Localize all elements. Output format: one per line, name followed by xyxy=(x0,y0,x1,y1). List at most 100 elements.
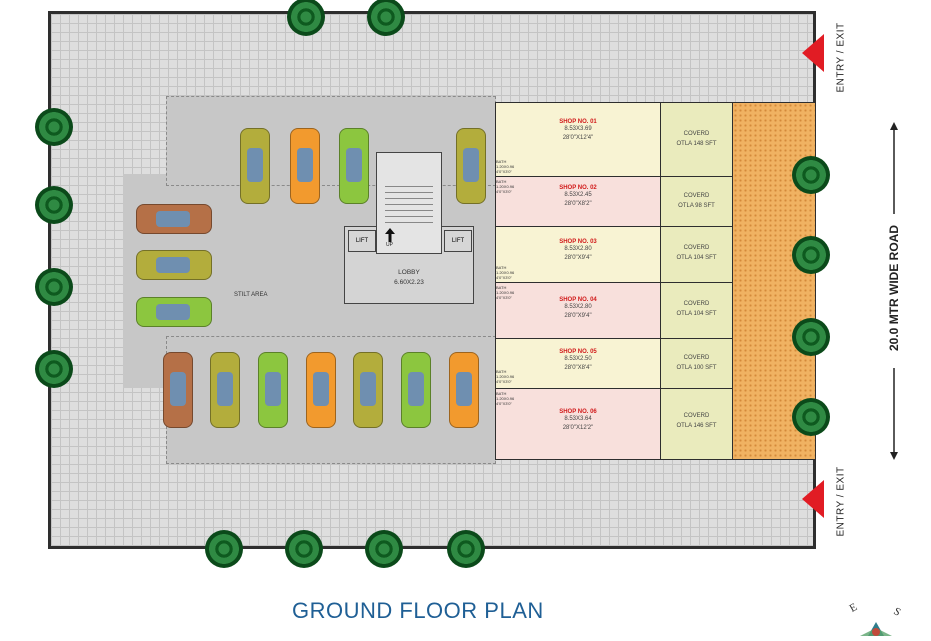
car-icon xyxy=(210,352,240,428)
bath-metric: 1.20X0.96 xyxy=(496,270,515,275)
bath-metric: 1.20X0.96 xyxy=(496,396,515,401)
entry-exit-bottom-label: ENTRY / EXIT xyxy=(835,466,847,537)
tree-icon xyxy=(35,186,73,224)
shop-04: SHOP NO. 04 8.53X2.80 28'0"X9'4" xyxy=(496,283,660,339)
otla-area: OTLA 104 SFT xyxy=(676,255,717,261)
lift-left-label: LIFT xyxy=(355,238,369,244)
tree-icon xyxy=(447,530,485,568)
tree-icon xyxy=(35,268,73,306)
otla-area: OTLA 104 SFT xyxy=(676,311,717,317)
bath-03: BATH 1.20X0.96 4'0"X3'0" xyxy=(496,265,516,280)
bath-04: BATH 1.20X0.96 4'0"X3'0" xyxy=(496,285,516,300)
shop-name: SHOP NO. 02 xyxy=(559,185,597,191)
car-icon xyxy=(136,204,212,234)
road-dimension-line xyxy=(888,122,900,460)
tree-icon xyxy=(35,350,73,388)
car-icon xyxy=(136,250,212,280)
otla-area: OTLA 148 SFT xyxy=(676,141,717,147)
bath-imperial: 4'0"X3'0" xyxy=(496,379,512,384)
otla-06: COVERD OTLA 146 SFT xyxy=(660,389,732,459)
shop-metric: 8.53X2.50 xyxy=(564,356,592,362)
shops-block: SHOP NO. 01 8.53X3.69 28'0"X12'4" SHOP N… xyxy=(495,102,733,460)
bath-01: BATH 1.20X0.96 4'0"X3'0" xyxy=(496,159,516,174)
shop-imperial: 28'0"X12'2" xyxy=(562,425,594,431)
otla-02: COVERD OTLA 98 SFT xyxy=(660,177,732,227)
bath-imperial: 4'0"X3'0" xyxy=(496,275,512,280)
tree-icon xyxy=(365,530,403,568)
otla-area: OTLA 146 SFT xyxy=(676,423,717,429)
stilt-area-top xyxy=(166,96,496,186)
lift-right-label: LIFT xyxy=(451,238,465,244)
car-icon xyxy=(449,352,479,428)
car-icon xyxy=(339,128,369,204)
shop-imperial: 28'0"X9'4" xyxy=(564,313,592,319)
shop-05: SHOP NO. 05 8.53X2.50 28'0"X8'4" xyxy=(496,339,660,389)
shop-metric: 8.53X2.45 xyxy=(564,192,592,198)
otla-title: COVERD xyxy=(683,245,710,251)
tree-icon xyxy=(285,530,323,568)
shop-name: SHOP NO. 01 xyxy=(559,119,597,125)
otla-title: COVERD xyxy=(683,355,710,361)
otla-title: COVERD xyxy=(683,193,710,199)
otla-title: COVERD xyxy=(683,131,710,137)
car-icon xyxy=(258,352,288,428)
car-icon xyxy=(290,128,320,204)
shop-01: SHOP NO. 01 8.53X3.69 28'0"X12'4" xyxy=(496,103,660,177)
otla-area: OTLA 98 SFT xyxy=(678,203,715,209)
road-label: 20.0 MTR WIDE ROAD xyxy=(887,224,901,351)
shop-imperial: 28'0"X12'4" xyxy=(562,135,594,141)
bath-imperial: 4'0"X3'0" xyxy=(496,169,512,174)
car-icon xyxy=(240,128,270,204)
bath-metric: 1.20X0.96 xyxy=(496,374,515,379)
stilt-area-label: STILT AREA xyxy=(234,292,268,298)
car-icon xyxy=(306,352,336,428)
bath-name: BATH xyxy=(496,391,507,396)
up-arrow-icon xyxy=(385,228,395,242)
lobby: LOBBY 6.60X2.23 xyxy=(346,268,472,288)
shop-imperial: 28'0"X8'2" xyxy=(564,201,592,207)
car-icon xyxy=(456,128,486,204)
entry-arrow-icon xyxy=(802,480,824,518)
shop-name: SHOP NO. 04 xyxy=(559,297,597,303)
bath-imperial: 4'0"X3'0" xyxy=(496,295,512,300)
lift-right: LIFT xyxy=(444,230,472,252)
shop-metric: 8.53X2.80 xyxy=(564,304,592,310)
shop-metric: 8.53X3.64 xyxy=(564,416,592,422)
staircase xyxy=(376,152,442,254)
tree-icon xyxy=(205,530,243,568)
entry-arrow-icon xyxy=(802,34,824,72)
otla-title: COVERD xyxy=(683,413,710,419)
bath-name: BATH xyxy=(496,265,507,270)
tree-icon xyxy=(367,0,405,36)
bath-imperial: 4'0"X3'0" xyxy=(496,401,512,406)
compass-icon: E S xyxy=(846,601,906,636)
tree-icon xyxy=(792,318,830,356)
shop-name: SHOP NO. 06 xyxy=(559,409,597,415)
page-title: GROUND FLOOR PLAN xyxy=(292,598,544,623)
lobby-size: 6.60X2.23 xyxy=(394,279,424,286)
otla-area: OTLA 100 SFT xyxy=(676,365,717,371)
bath-name: BATH xyxy=(496,369,507,374)
shop-metric: 8.53X3.69 xyxy=(564,126,592,132)
bath-name: BATH xyxy=(496,285,507,290)
bath-name: BATH xyxy=(496,179,507,184)
shop-metric: 8.53X2.80 xyxy=(564,246,592,252)
shop-06: SHOP NO. 06 8.53X3.64 28'0"X12'2" xyxy=(496,389,660,459)
tree-icon xyxy=(792,156,830,194)
shop-03: SHOP NO. 03 8.53X2.80 28'0"X9'4" xyxy=(496,227,660,283)
car-icon xyxy=(136,297,212,327)
bath-metric: 1.20X0.96 xyxy=(496,164,515,169)
bath-06: BATH 1.20X0.96 4'0"X3'0" xyxy=(496,391,516,406)
tree-icon xyxy=(287,0,325,36)
car-icon xyxy=(163,352,193,428)
lobby-label: LOBBY xyxy=(398,269,420,276)
otla-03: COVERD OTLA 104 SFT xyxy=(660,227,732,283)
up-label: UP xyxy=(386,242,393,248)
tree-icon xyxy=(792,236,830,274)
car-icon xyxy=(401,352,431,428)
otla-05: COVERD OTLA 100 SFT xyxy=(660,339,732,389)
shop-imperial: 28'0"X8'4" xyxy=(564,365,592,371)
otla-title: COVERD xyxy=(683,301,710,307)
otla-01: COVERD OTLA 148 SFT xyxy=(660,103,732,177)
lift-left: LIFT xyxy=(348,230,376,252)
